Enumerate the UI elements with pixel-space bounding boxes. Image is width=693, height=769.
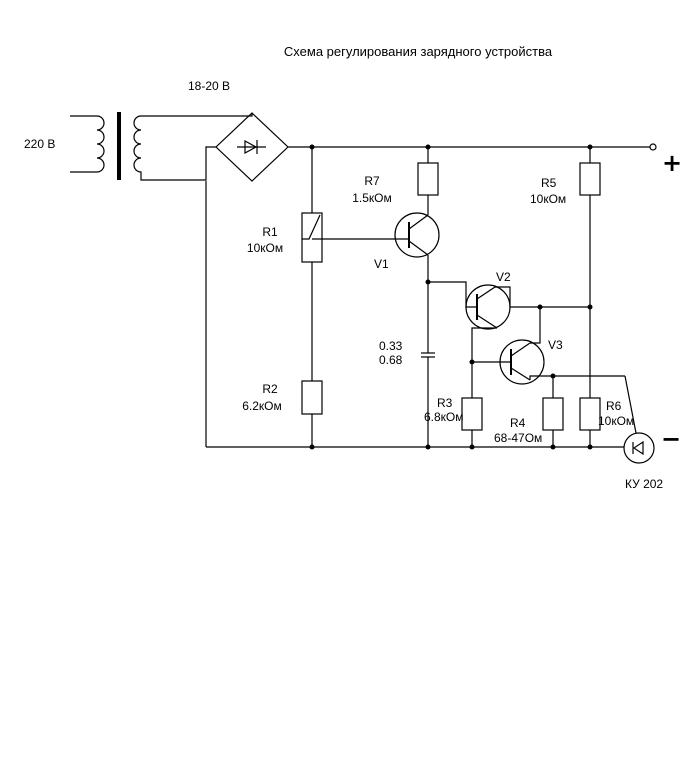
transformer	[70, 112, 160, 181]
diode-bridge	[215, 112, 289, 182]
v3-lower-lead	[510, 367, 531, 381]
wire-gate	[624, 375, 637, 434]
thyristor-diode-icon	[632, 440, 644, 456]
resistor-r5	[579, 162, 601, 196]
wire-secondary-top	[160, 113, 253, 117]
wire-v2-to-r3	[471, 327, 497, 398]
r2-value-label: 6.2кОм	[242, 399, 282, 413]
capacitor-value-2: 0.68	[379, 353, 403, 367]
positive-terminal	[649, 143, 657, 151]
r3-name-label: R3	[437, 396, 453, 410]
r1-value-label: 10кОм	[247, 241, 283, 255]
junction-dot	[587, 444, 593, 450]
junction-dot	[537, 304, 543, 310]
v2-lower-lead	[476, 314, 498, 329]
junction-dot	[587, 304, 593, 310]
v2-upper-lead	[476, 286, 496, 300]
wire-v1-emitter-v2-base	[428, 281, 477, 308]
junction-dot	[469, 444, 475, 450]
v1-collector	[408, 214, 429, 230]
thyristor	[623, 432, 655, 464]
junction-dot	[587, 144, 593, 150]
r2-name-label: R2	[262, 382, 278, 396]
junction-dot	[425, 279, 431, 285]
resistor-r4	[542, 397, 564, 431]
capacitor-value-1: 0.33	[379, 339, 403, 353]
r4-value-label: 68-47Ом	[494, 431, 542, 445]
resistor-r7	[417, 162, 439, 196]
thyristor-label: КУ 202	[625, 477, 663, 491]
transistor-v2	[465, 284, 511, 330]
wire-v2-to-right-bus	[495, 286, 590, 308]
junction-dot	[469, 359, 475, 365]
junction-dot	[550, 444, 556, 450]
resistor-r3	[461, 397, 483, 431]
resistor-r1	[301, 212, 323, 263]
transformer-secondary-winding	[133, 115, 160, 181]
junction-dot	[425, 144, 431, 150]
v3-label: V3	[548, 338, 563, 352]
wire-v3-to-gate	[529, 375, 625, 380]
resistor-r6	[579, 397, 601, 431]
junction-dot	[425, 444, 431, 450]
r7-value-label: 1.5кОм	[352, 191, 392, 205]
v3-upper-lead	[510, 342, 531, 357]
r1-name-label: R1	[262, 225, 278, 239]
mains-voltage-label: 220 В	[24, 137, 55, 151]
v1-body	[394, 212, 440, 258]
r3-value-label: 6.8кОм	[424, 410, 464, 424]
wire-v3-to-bus	[530, 307, 541, 344]
junction-dot	[550, 373, 556, 379]
v1-emitter	[408, 240, 429, 256]
r4-name-label: R4	[510, 416, 526, 430]
r7-name-label: R7	[364, 174, 380, 188]
v1-label: V1	[374, 257, 389, 271]
wire-secondary-bottom	[160, 146, 216, 181]
junction-dot	[309, 144, 315, 150]
r1-wiper-arrow	[302, 214, 321, 240]
bridge-diode-icon	[244, 139, 258, 155]
secondary-voltage-label: 18-20 В	[188, 79, 230, 93]
transistor-v1	[394, 212, 440, 258]
r6-value-label: 10кОм	[598, 414, 634, 428]
r5-name-label: R5	[541, 176, 557, 190]
r6-name-label: R6	[606, 399, 622, 413]
thyristor-body	[623, 432, 655, 464]
junction-dot	[309, 444, 315, 450]
negative-sign: −	[661, 425, 681, 453]
r5-value-label: 10кОм	[530, 192, 566, 206]
schematic-title: Схема регулирования зарядного устройства	[284, 44, 553, 59]
resistor-r2	[301, 380, 323, 415]
positive-sign: +	[662, 149, 682, 177]
transformer-primary-winding	[70, 115, 105, 173]
v2-label: V2	[496, 270, 511, 284]
